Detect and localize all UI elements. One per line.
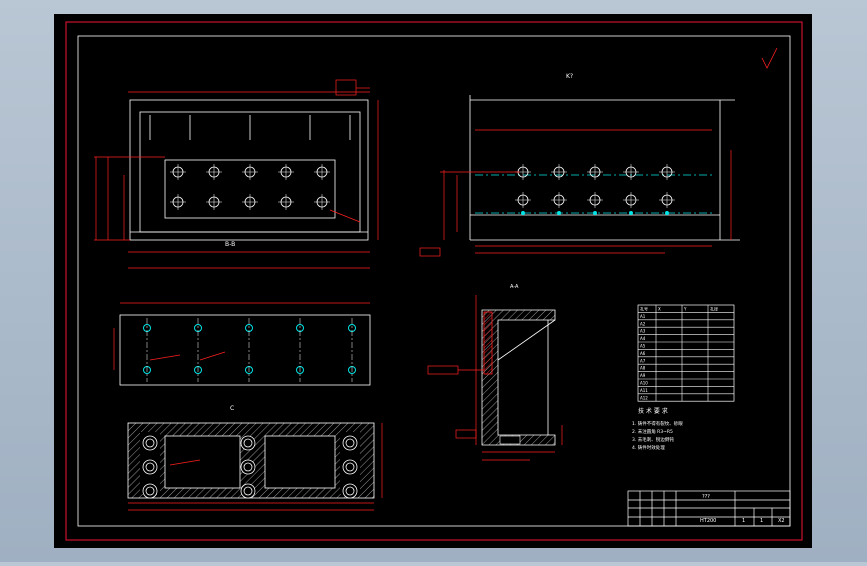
title-quantity: X2	[778, 518, 785, 524]
through-hole	[145, 462, 155, 472]
counterbore-hole	[342, 483, 358, 499]
hole-table-cell: A2	[640, 321, 646, 326]
section-view	[127, 422, 375, 499]
side-section-view	[481, 309, 556, 446]
hole-table-border	[637, 304, 735, 402]
hole-table-cell: A9	[640, 373, 646, 378]
roughness-symbol	[761, 47, 778, 69]
through-hole	[345, 486, 355, 496]
hole-table-cell: A4	[640, 336, 646, 341]
counterbore-hole	[142, 483, 158, 499]
inner-frame	[77, 35, 791, 527]
tech-requirement-item: 1. 铸件不得有裂纹、砂眼	[632, 420, 683, 427]
counterbore-hole	[342, 435, 358, 451]
through-hole	[243, 438, 253, 448]
tech-requirement-item: 4. 铸件时效处理	[632, 444, 665, 451]
plate-view-dimensions	[113, 302, 370, 370]
through-hole	[345, 462, 355, 472]
centerline-point	[521, 211, 525, 215]
centerline-point	[557, 211, 561, 215]
counterbore-hole	[142, 459, 158, 475]
hole-table-cell: A3	[640, 329, 646, 334]
hole-table-cell: A6	[640, 351, 646, 356]
tech-requirements-heading: 技 术 要 求	[638, 407, 668, 415]
title-scale: 1	[742, 518, 745, 524]
title-material: HT200	[700, 518, 716, 524]
title-sheet: 1	[760, 518, 763, 524]
counterbore-hole	[240, 435, 256, 451]
hole-table-cell: A7	[640, 358, 646, 363]
side-section-dimensions	[427, 295, 563, 461]
through-hole	[243, 486, 253, 496]
centerline-point	[593, 211, 597, 215]
through-hole	[345, 438, 355, 448]
hole-table-header: 孔号	[640, 306, 648, 312]
centerline-point	[629, 211, 633, 215]
hole-table-cell: A8	[640, 366, 646, 371]
hole-table-header: 孔径	[710, 306, 718, 312]
tech-requirement-item: 3. 去毛刺、锐边倒钝	[632, 436, 674, 443]
plate-view	[119, 314, 371, 386]
tech-requirement-item: 2. 未注圆角 R3~R5	[632, 428, 673, 435]
front-view-dimensions	[94, 79, 379, 269]
hole-table-header: Y	[683, 307, 687, 312]
outer-frame	[65, 21, 803, 541]
side-label: A-A	[510, 284, 519, 290]
section-view-dimensions	[128, 423, 383, 511]
section-bottom-label: C	[230, 405, 234, 412]
counterbore-hole	[142, 435, 158, 451]
counterbore-hole	[240, 459, 256, 475]
section-view-holes	[142, 435, 358, 499]
hole-table-cell: A11	[640, 388, 648, 393]
title-part-name: ???	[702, 494, 710, 500]
centerline-point	[665, 211, 669, 215]
hole-table-cell: A12	[640, 395, 648, 400]
title-block	[627, 490, 791, 527]
front-view	[129, 99, 369, 241]
section-top-label: B-B	[225, 241, 235, 248]
top-view	[469, 95, 740, 241]
hole-table-header: X	[658, 307, 661, 312]
front-view-holes	[170, 164, 330, 210]
direction-label: K?	[566, 73, 573, 80]
counterbore-hole	[342, 459, 358, 475]
hole-table-cell: A5	[640, 344, 646, 349]
hole-table-cell: A10	[640, 381, 648, 386]
counterbore-hole	[240, 483, 256, 499]
hole-table-cell: A1	[640, 314, 646, 319]
through-hole	[145, 438, 155, 448]
plate-view-holes	[143, 318, 356, 382]
through-hole	[243, 462, 253, 472]
top-view-dimensions	[419, 129, 732, 257]
through-hole	[145, 486, 155, 496]
top-view-holes	[515, 164, 675, 215]
